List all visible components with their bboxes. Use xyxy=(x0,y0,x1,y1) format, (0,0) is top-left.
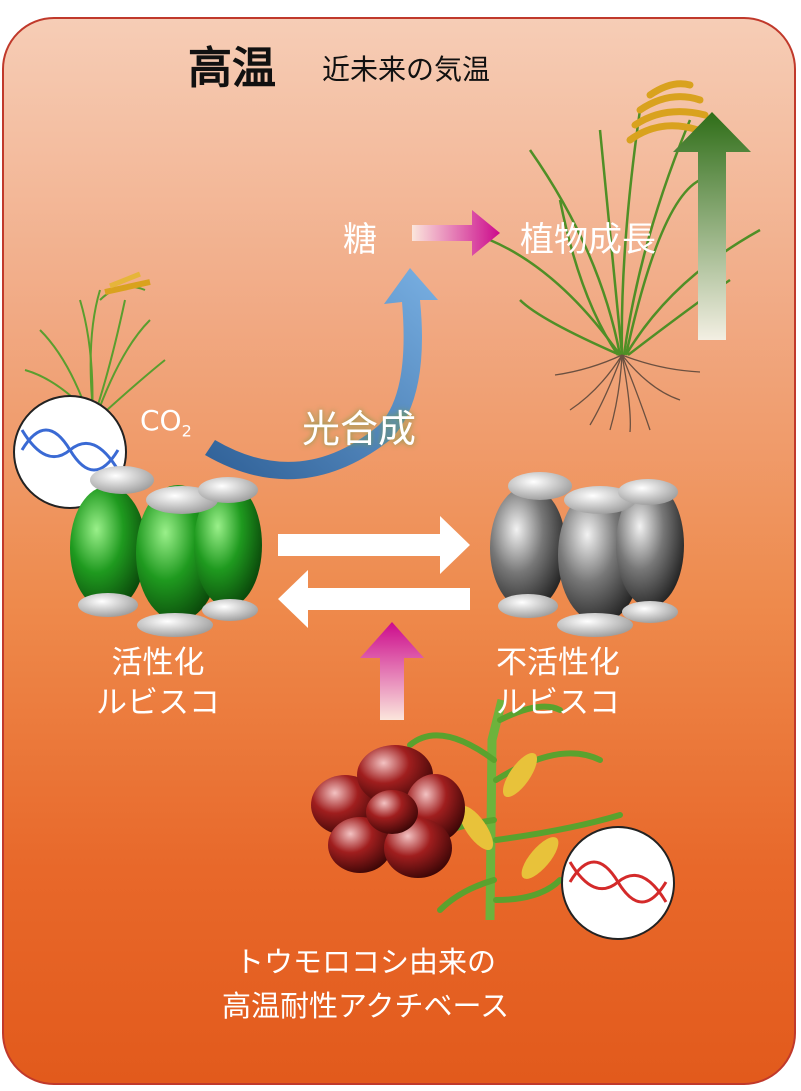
co2-text: CO xyxy=(140,404,182,437)
plant-growth-label: 植物成長 xyxy=(520,220,656,260)
photosynthesis-label: 光合成 xyxy=(302,407,417,451)
co2-label: CO2 xyxy=(140,404,192,441)
inactive-rubisco-line1: 不活性化 xyxy=(496,645,620,681)
activase-line1: トウモロコシ由来の xyxy=(235,945,497,979)
inactive-rubisco-icon xyxy=(490,472,684,637)
active-rubisco-icon xyxy=(70,466,262,637)
activase-protein-icon xyxy=(311,745,465,878)
activase-up-arrow-icon xyxy=(360,622,424,720)
photosynthesis-curve-arrow-icon xyxy=(205,268,438,480)
inactive-rubisco-line2: ルビスコ xyxy=(496,685,620,721)
rice-plant-small-icon xyxy=(24,271,166,421)
co2-subscript: 2 xyxy=(181,421,192,441)
inactive-rubisco-label: 不活性化 ルビスコ xyxy=(496,643,620,723)
title-subtitle: 近未来の気温 xyxy=(322,53,491,86)
dna-circle-right-icon xyxy=(561,826,675,940)
title-main: 高温 xyxy=(188,43,276,94)
forward-arrow-icon xyxy=(278,516,470,574)
active-rubisco-label: 活性化 ルビスコ xyxy=(96,643,220,723)
rice-plant-large-icon xyxy=(489,80,761,433)
reverse-arrow-icon xyxy=(278,570,470,628)
activase-label: トウモロコシ由来の 高温耐性アクチベース xyxy=(222,940,509,1028)
activase-line2: 高温耐性アクチベース xyxy=(222,989,510,1023)
sugar-label: 糖 xyxy=(343,220,377,260)
sugar-to-growth-arrow-icon xyxy=(412,210,500,256)
active-rubisco-line2: ルビスコ xyxy=(96,685,220,721)
growth-arrow-icon xyxy=(673,112,751,340)
active-rubisco-line1: 活性化 xyxy=(111,645,205,681)
